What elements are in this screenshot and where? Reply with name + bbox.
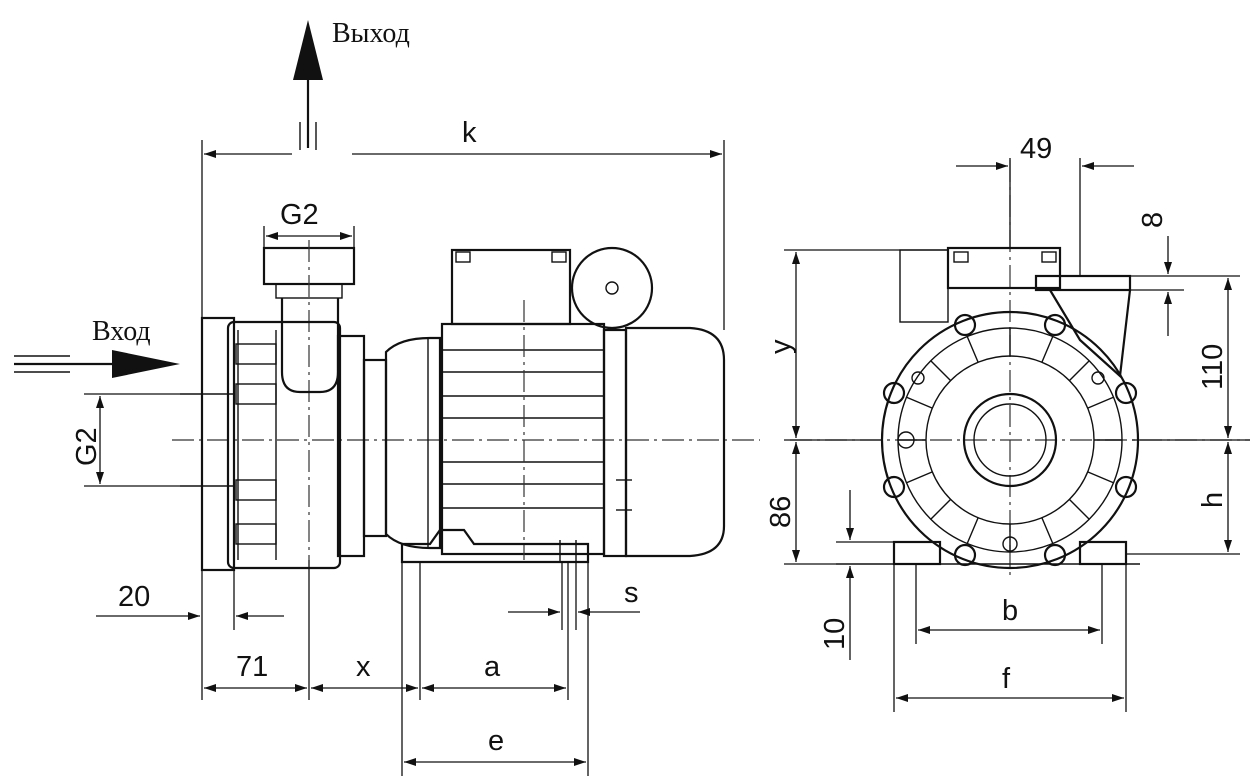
dim-k-label: k <box>462 117 477 149</box>
dim-20-label: 20 <box>118 581 150 613</box>
dim-a-label: a <box>484 651 501 683</box>
dim-s <box>508 562 640 630</box>
dim-10 <box>836 490 894 660</box>
dim-71 <box>204 560 310 700</box>
pump-front-view <box>790 160 1250 580</box>
dim-8-label: 8 <box>1137 212 1169 228</box>
dim-g2-outlet-label: G2 <box>280 199 319 231</box>
dim-49 <box>956 158 1134 276</box>
dim-h-label: h <box>1197 492 1229 508</box>
dim-71-label: 71 <box>236 651 268 683</box>
dim-10-label: 10 <box>819 618 851 650</box>
dim-86-label: 86 <box>765 496 797 528</box>
dim-a <box>422 562 569 700</box>
dim-y-label: y <box>765 339 797 354</box>
dim-f-label: f <box>1002 663 1011 695</box>
dim-g2-outlet <box>263 226 355 248</box>
dim-e <box>401 562 589 776</box>
dim-110-label: 110 <box>1197 344 1229 390</box>
dim-y <box>784 249 948 441</box>
dim-g2-inlet-label: G2 <box>71 427 103 466</box>
dim-x-label: x <box>356 651 371 683</box>
dim-h <box>1126 442 1240 555</box>
dim-k <box>201 140 725 330</box>
dim-b-label: b <box>1002 595 1018 627</box>
dim-g2-inlet <box>84 393 180 487</box>
dim-86 <box>784 442 836 565</box>
outlet-label: Выход <box>332 18 410 49</box>
inlet-flow-arrow <box>14 350 180 378</box>
outlet-flow-arrow <box>293 20 323 150</box>
dim-110 <box>1132 275 1250 441</box>
dim-e-label: e <box>488 725 504 757</box>
dim-b <box>915 564 1103 644</box>
dim-x <box>311 562 421 700</box>
inlet-label: Вход <box>92 316 151 347</box>
dim-s-label: s <box>624 577 639 609</box>
dim-8 <box>1130 236 1184 336</box>
pump-side-view <box>172 240 760 572</box>
dim-49-label: 49 <box>1020 133 1052 165</box>
dim-f <box>893 564 1127 712</box>
dim-20 <box>96 570 284 700</box>
